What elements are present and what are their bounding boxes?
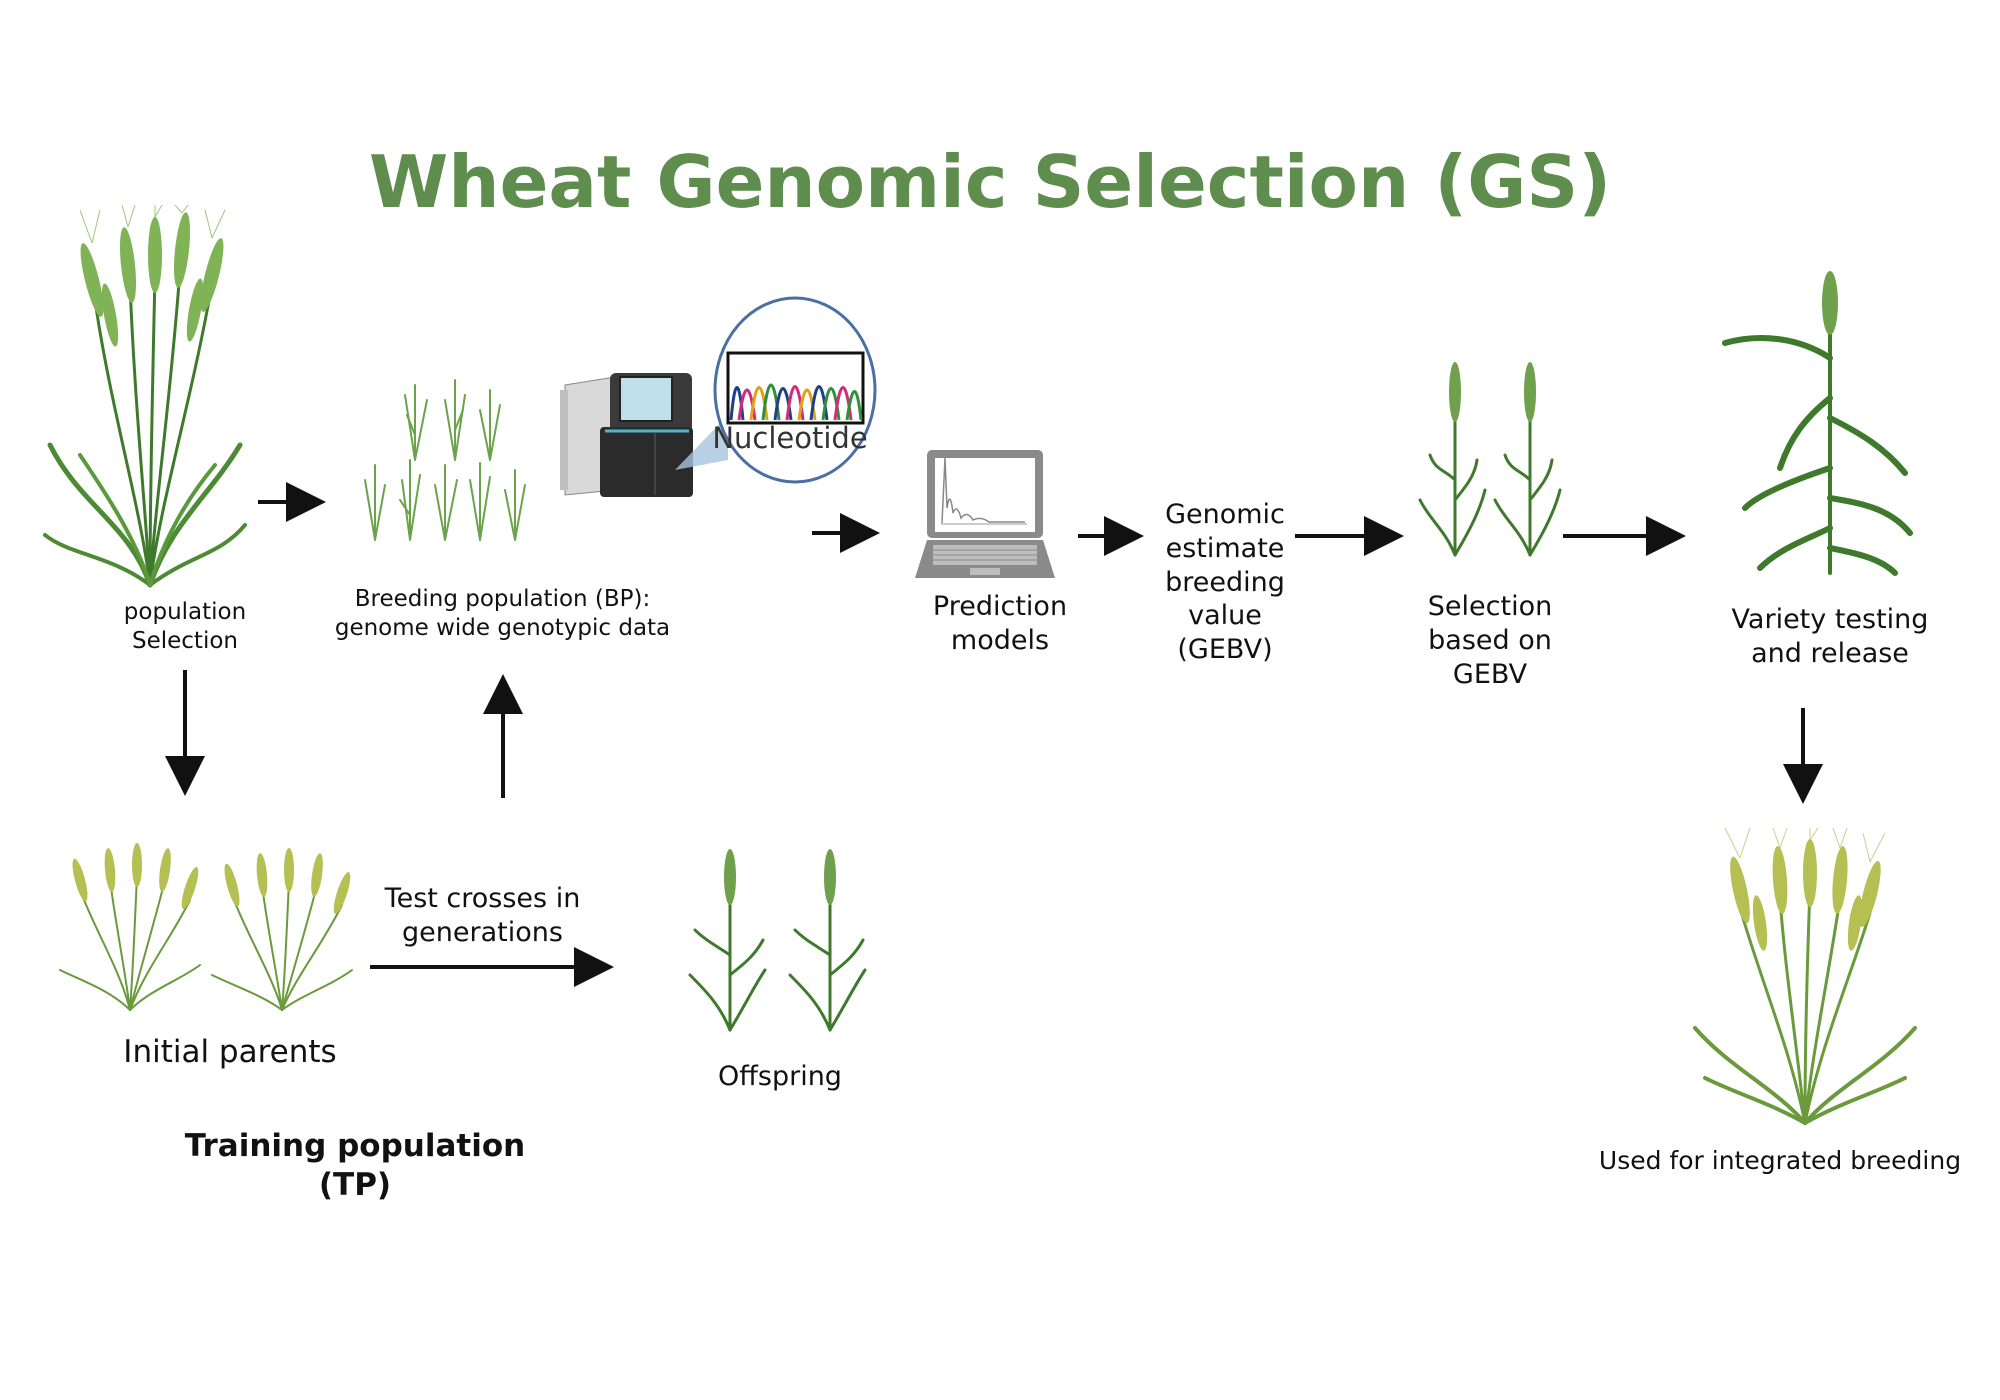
label-line: GEBV [1452, 658, 1528, 690]
label-line: Genomic [1165, 499, 1285, 530]
offspring-label: Offspring [718, 1061, 842, 1092]
chromatogram-icon [675, 296, 877, 484]
wheat-bunch-icon [43, 205, 247, 588]
selection-gebv-label: Selection based on GEBV [1400, 590, 1580, 691]
integrated-breeding-label: Used for integrated breeding [1598, 1146, 1962, 1175]
nucleotide-label: Nucleotide [712, 421, 868, 455]
wheat-bunch-icon [59, 843, 353, 1011]
label-line: Selection [132, 627, 238, 654]
variety-testing-label: Variety testing and release [1720, 603, 1940, 671]
initial-parents-label: Initial parents [123, 1034, 337, 1070]
label-line: value [1188, 600, 1262, 632]
laptop-icon [915, 450, 1055, 578]
label-line: and release [1751, 637, 1909, 669]
label-line: Breeding population (BP): [354, 586, 651, 612]
gebv-label: Genomic estimate breeding value (GEBV) [1145, 498, 1305, 667]
prediction-models-label: Prediction models [900, 590, 1100, 658]
label-line: models [950, 624, 1050, 656]
label-line: estimate [1165, 532, 1285, 564]
label-line: Test crosses in [384, 883, 581, 914]
test-crosses-label: Test crosses in generations [375, 882, 590, 950]
label-line: based on [1428, 624, 1552, 656]
label-line: (GEBV) [1177, 634, 1273, 665]
wheat-bunch-icon [1693, 828, 1917, 1125]
population-selection-label: population Selection [100, 598, 270, 656]
wheat-plant-icon [1418, 362, 1562, 557]
sequencer-icon [560, 373, 693, 497]
diagram-title: Wheat Genomic Selection (GS) [368, 140, 1612, 224]
label-line: population [123, 599, 247, 625]
breeding-population-label: Breeding population (BP): genome wide ge… [330, 585, 675, 643]
label-line: breeding [1165, 566, 1285, 598]
seedlings-icon [364, 379, 526, 541]
training-population-label: Training population (TP) [184, 1128, 526, 1203]
label-line: generations [402, 916, 563, 948]
label-line: Prediction [932, 591, 1068, 622]
label-line: Selection [1427, 591, 1553, 622]
label-line: Variety testing [1731, 604, 1929, 635]
tall-wheat-plant-icon [1722, 271, 1913, 576]
wheat-plant-icon [688, 849, 867, 1032]
label-line: genome wide genotypic data [334, 614, 671, 641]
